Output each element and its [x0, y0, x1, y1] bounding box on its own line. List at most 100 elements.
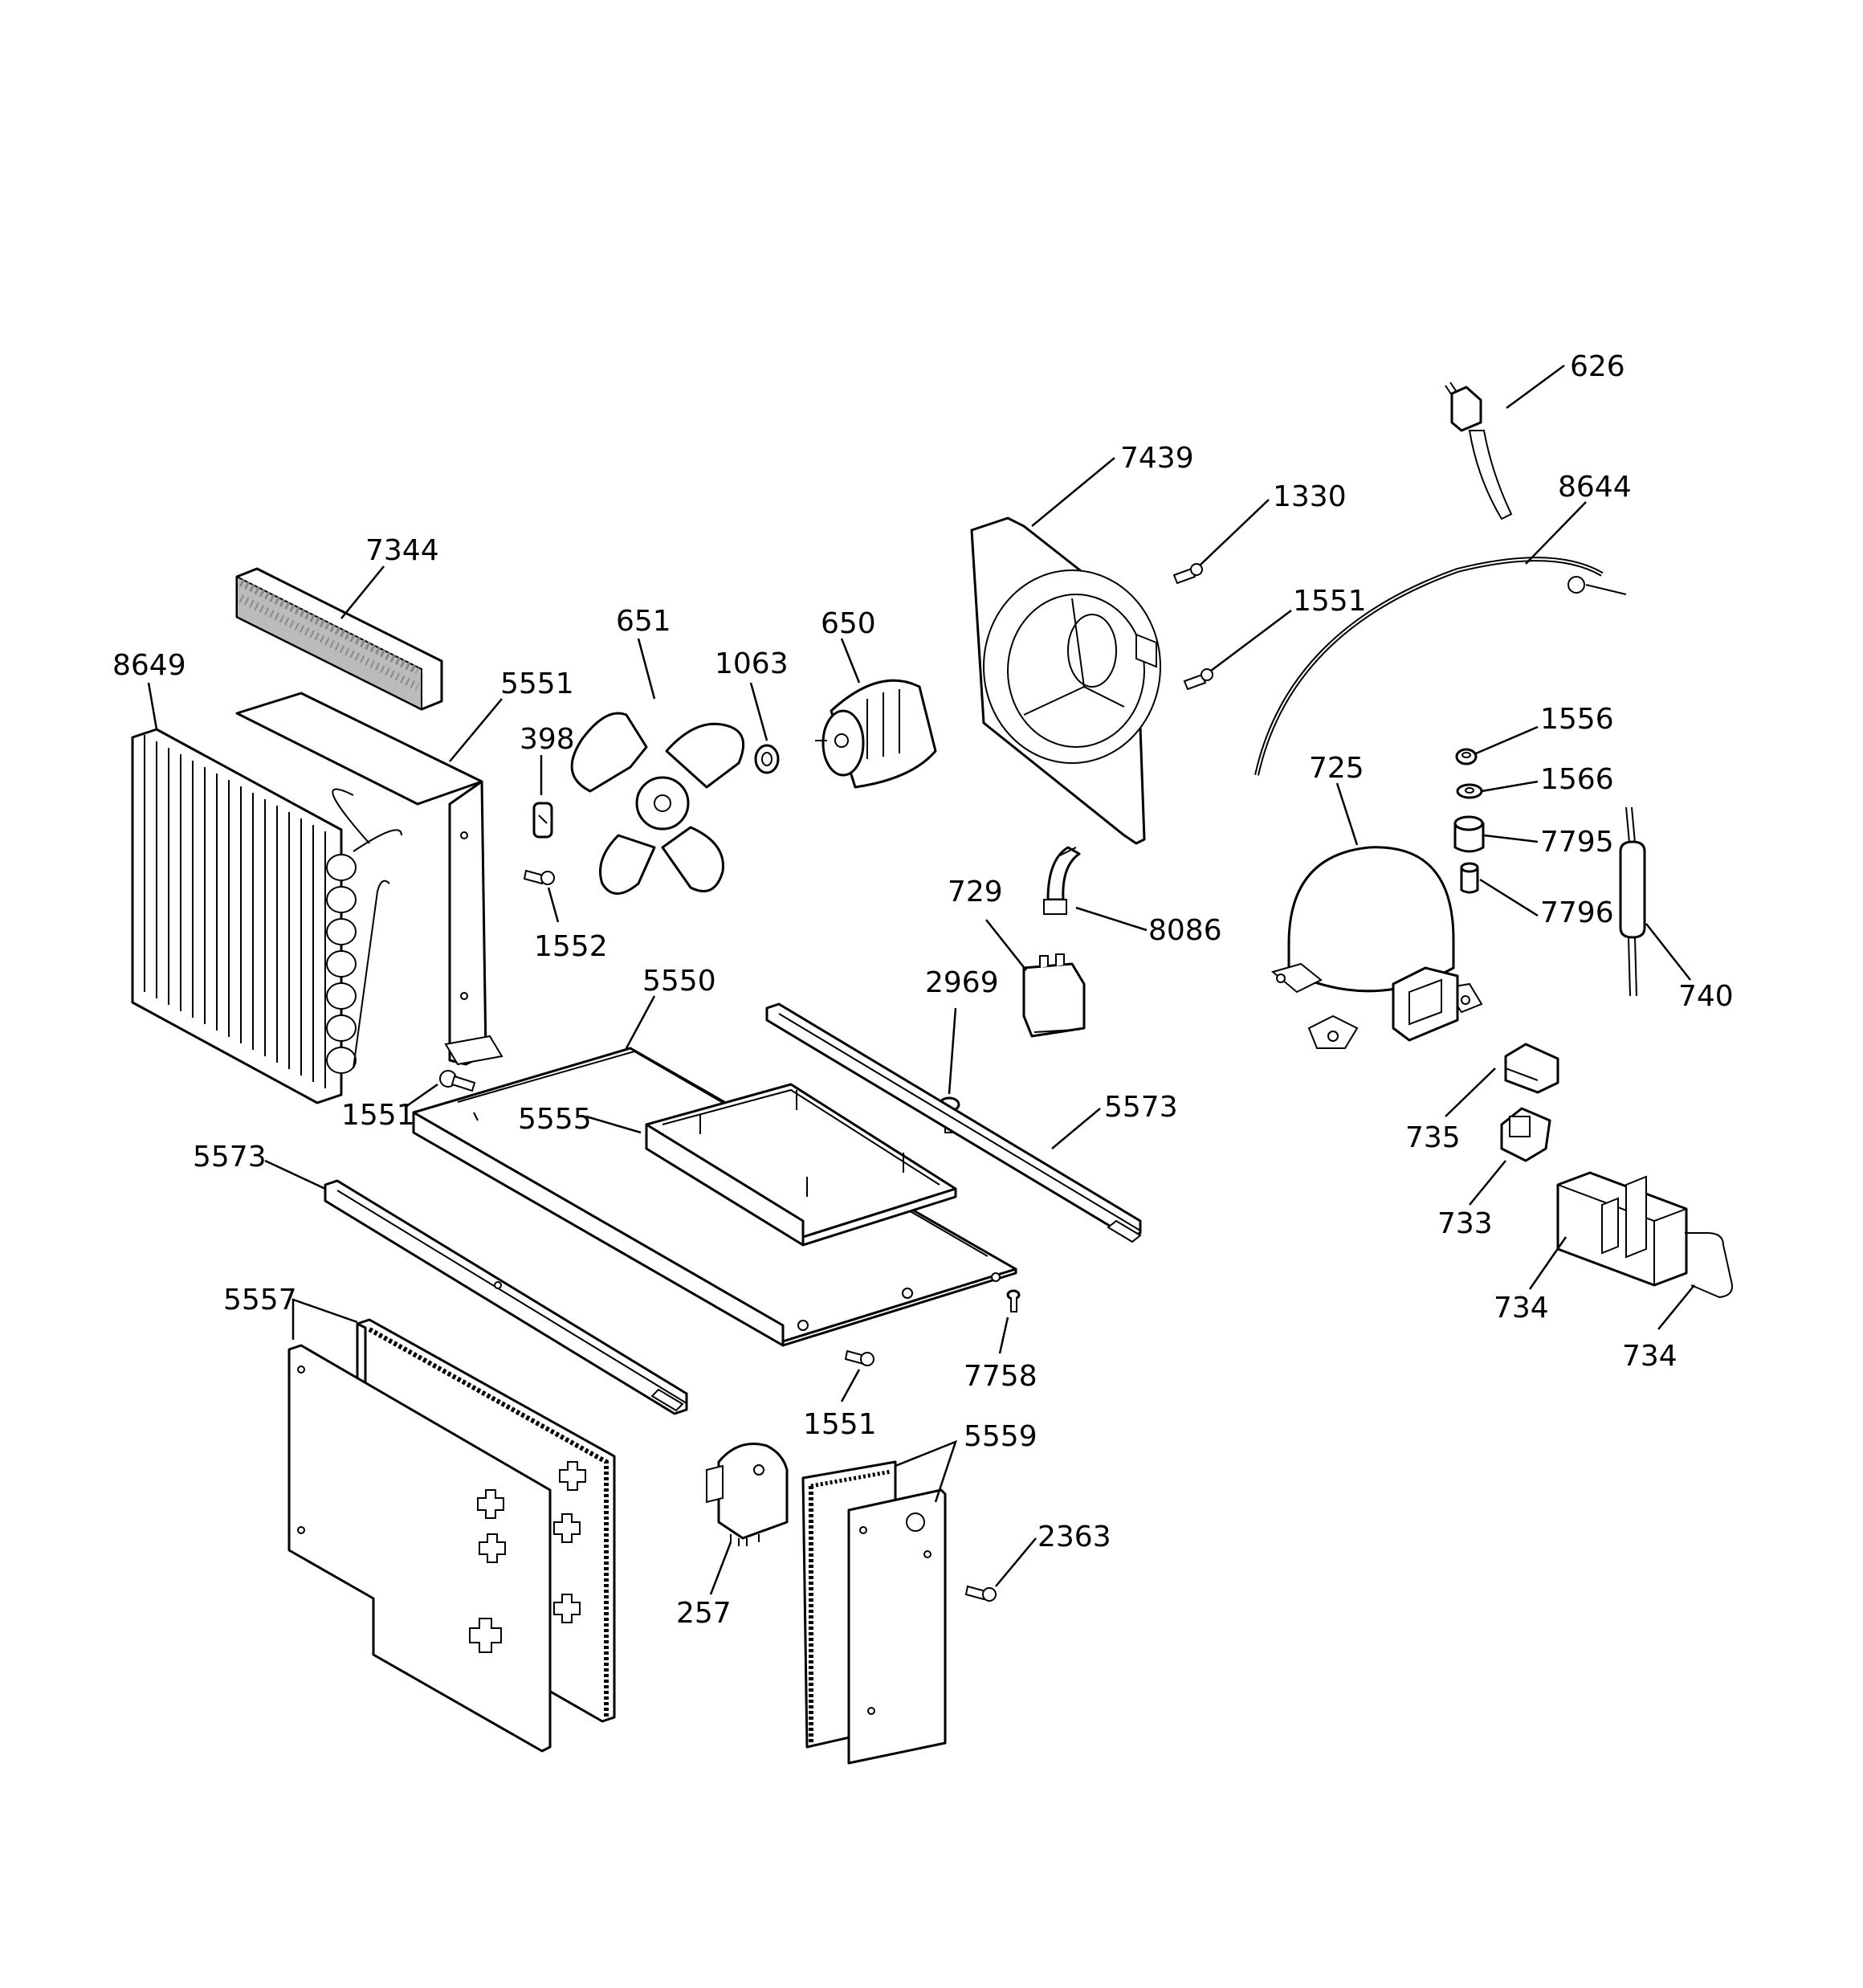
retaining-clip [1685, 1232, 1733, 1299]
callout-7795: 7795 [1540, 826, 1614, 859]
callout-7758: 7758 [964, 1360, 1037, 1393]
leader-8649 [147, 682, 158, 730]
leader-1551-cond [405, 1083, 438, 1108]
callout-7439: 7439 [1120, 442, 1194, 475]
capacitor [1022, 953, 1086, 1038]
leader-5573-left [264, 1159, 326, 1190]
leader-7344 [340, 565, 385, 619]
wire-harness [1254, 557, 1627, 776]
callout-1551-base: 1551 [803, 1408, 877, 1441]
callout-5557: 5557 [223, 1284, 297, 1316]
leader-725 [1335, 782, 1359, 846]
callout-7796: 7796 [1540, 896, 1614, 929]
screw-icon [439, 1070, 476, 1092]
callout-734-relay: 734 [1494, 1292, 1549, 1325]
fan-blade-icon [570, 712, 745, 895]
leader-740 [1645, 923, 1691, 981]
nut [1455, 748, 1478, 765]
leader-7796 [1479, 878, 1539, 917]
leader-651 [637, 638, 656, 700]
leader-8644 [1525, 501, 1587, 565]
foam-gasket [235, 567, 443, 711]
callout-734-clip: 734 [1622, 1340, 1678, 1373]
leader-7758 [998, 1316, 1009, 1354]
screw-icon [1183, 668, 1213, 691]
leader-735 [1445, 1067, 1496, 1117]
callout-5555: 5555 [518, 1103, 592, 1136]
condenser-coil-icon [131, 728, 402, 1104]
drier-icon [1619, 806, 1646, 997]
callout-8086: 8086 [1148, 914, 1222, 947]
relay-icon [1556, 1171, 1688, 1287]
leader-2969 [948, 1007, 957, 1095]
power-cord-plug-icon [1445, 382, 1513, 520]
access-panel [287, 1344, 586, 1753]
screw-icon [1172, 563, 1203, 585]
overload-cover [1504, 1043, 1559, 1094]
leader-733 [1469, 1160, 1506, 1206]
leader-1556 [1475, 725, 1539, 755]
leader-729 [985, 919, 1027, 971]
callout-2363: 2363 [1037, 1521, 1111, 1553]
leader-2363 [995, 1537, 1037, 1587]
compressor-icon [1270, 846, 1483, 1049]
callout-1551-cond: 1551 [341, 1099, 415, 1132]
leader-8086 [1075, 906, 1148, 932]
compressor-tray [645, 1083, 957, 1247]
callout-1552: 1552 [534, 930, 608, 963]
clip [532, 802, 553, 839]
callout-1551-motor: 1551 [1293, 585, 1367, 618]
callout-1330: 1330 [1273, 480, 1347, 513]
callout-5573-right: 5573 [1104, 1091, 1178, 1124]
washer [1456, 783, 1483, 799]
leader-1566 [1481, 780, 1539, 793]
callout-5550: 5550 [642, 965, 716, 998]
callout-735: 735 [1405, 1121, 1461, 1154]
screw-icon [844, 1349, 874, 1366]
callout-5559: 5559 [964, 1420, 1037, 1453]
base-pan [412, 1047, 1017, 1347]
leader-1330 [1200, 499, 1270, 565]
overload-protector [1500, 1107, 1551, 1162]
screw-icon [523, 869, 555, 885]
leader-5557 [291, 1298, 358, 1340]
leader-7795 [1483, 834, 1539, 843]
leader-1551-base [840, 1369, 861, 1402]
callout-740: 740 [1678, 980, 1734, 1013]
callout-650: 650 [821, 607, 876, 640]
callout-5573-left: 5573 [193, 1141, 267, 1174]
screw-icon [964, 1585, 997, 1602]
leader-1551-motor [1210, 610, 1292, 672]
side-panel [847, 1488, 947, 1765]
callout-733: 733 [1437, 1207, 1493, 1240]
leader-734-relay [1528, 1236, 1567, 1290]
leader-5550 [625, 995, 656, 1049]
callout-5551: 5551 [500, 667, 574, 700]
condenser-bracket [235, 692, 503, 1066]
leader-257 [709, 1541, 732, 1595]
support-rail-left [324, 1179, 688, 1415]
fan-motor-icon [815, 679, 937, 789]
screw-icon [1006, 1289, 1021, 1312]
callout-651: 651 [616, 605, 671, 638]
support-rail-right [765, 1002, 1142, 1243]
callout-1063: 1063 [715, 647, 789, 680]
washer [754, 744, 780, 774]
leader-626 [1506, 364, 1565, 410]
sleeve [1460, 862, 1479, 894]
leader-5559 [895, 1439, 958, 1503]
leader-650 [840, 638, 861, 684]
leader-5555 [585, 1115, 642, 1134]
fan-shroud [970, 516, 1161, 845]
callout-398: 398 [520, 723, 575, 756]
callout-257: 257 [676, 1597, 732, 1630]
leader-7439 [1031, 457, 1115, 527]
callout-8649: 8649 [112, 649, 186, 682]
defrost-timer-icon [706, 1443, 789, 1546]
callout-2969: 2969 [925, 966, 999, 999]
callout-1556: 1556 [1540, 703, 1614, 736]
grommet [1453, 815, 1485, 853]
leader-1063 [749, 682, 768, 741]
wire-lead [1043, 846, 1081, 915]
